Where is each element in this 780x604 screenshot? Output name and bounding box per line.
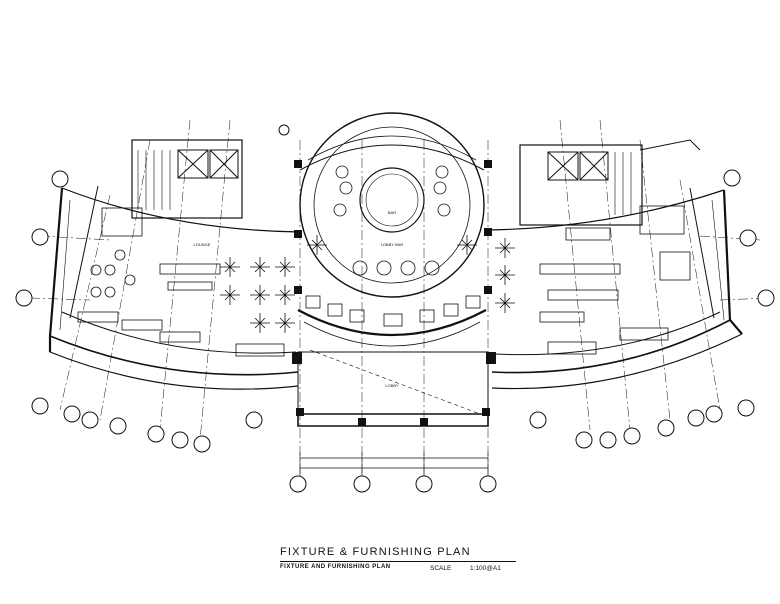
scale-value: 1:100@A1 — [470, 565, 501, 572]
bar-stools — [305, 165, 481, 327]
lobby-bar-inner-ring — [359, 167, 425, 233]
drawing-title: FIXTURE & FURNISHING PLAN — [280, 546, 471, 558]
west-dining-tables — [77, 207, 285, 357]
east-wing-outer-wall — [487, 189, 725, 231]
grid-bubbles — [15, 124, 775, 493]
lobby-label: LOBBY — [385, 383, 399, 388]
scale-label: SCALE — [430, 565, 452, 572]
bar-label: BAR — [388, 210, 396, 215]
west-service-core — [131, 139, 243, 219]
west-wing-facade — [49, 335, 299, 376]
west-wing-outer-wall — [61, 187, 301, 233]
west-lounge-label: LOUNGE — [194, 242, 211, 247]
east-service-core — [519, 144, 643, 226]
east-wing-facade — [491, 319, 731, 374]
west-lounge-tables — [220, 257, 295, 333]
east-dining-tables — [539, 205, 691, 355]
drawing-subtitle: FIXTURE AND FURNISHING PLAN — [280, 564, 391, 570]
east-lounge-tables — [495, 238, 515, 313]
lobby-bar-outer-ring — [299, 112, 485, 298]
central-arc-wall — [297, 309, 487, 336]
title-underline — [280, 561, 516, 562]
title-block: FIXTURE & FURNISHING PLAN FIXTURE AND FU… — [280, 546, 516, 576]
lobby-bar-label: LOBBY BAR — [381, 242, 404, 247]
